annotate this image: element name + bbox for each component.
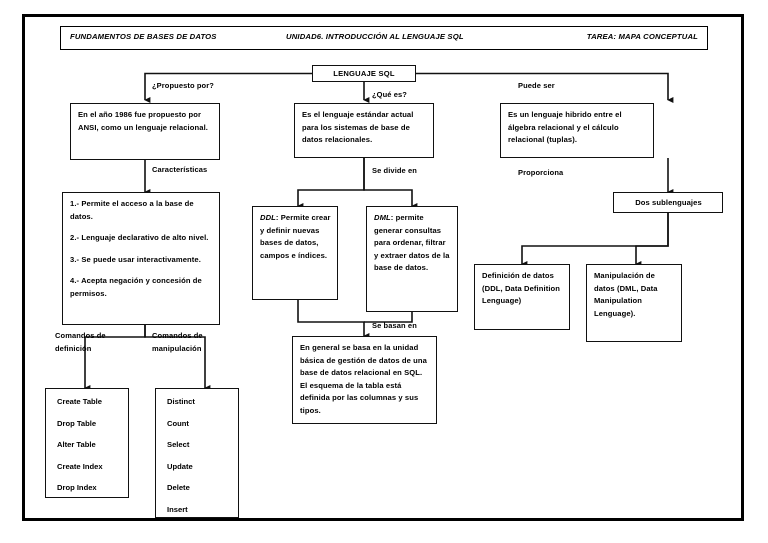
- list-item: Create Table: [57, 397, 103, 406]
- edge-label-caracteristicas: Características: [152, 165, 208, 174]
- root-node-lenguaje-sql: LENGUAJE SQL: [312, 65, 416, 82]
- list-item: Count: [167, 418, 189, 428]
- header-right-text: TAREA: MAPA CONCEPTUAL: [586, 32, 698, 41]
- edge-label-comandos-definicion: Comandos de definición: [55, 331, 106, 353]
- node-definicion-de-datos: Definición de datos (DDL, Data Definitio…: [474, 264, 570, 330]
- node-dos-sublenguajes: Dos sublenguajes: [613, 192, 723, 213]
- list-comandos-manipulacion: Distinct Count Select Update Delete Inse…: [155, 388, 239, 518]
- edge-label-propuesto-por: ¿Propuesto por?: [152, 81, 214, 90]
- document-title-bar: FUNDAMENTOS DE BASES DE DATOS UNIDAD6. I…: [60, 26, 708, 50]
- list-item: Distinct: [167, 397, 195, 406]
- list-item: Update: [167, 461, 193, 471]
- node-lenguaje-estandar: Es el lenguaje estándar actual para los …: [294, 103, 434, 158]
- list-item: Drop Index: [57, 483, 97, 492]
- node-general-base: En general se basa en la unidad básica d…: [292, 336, 437, 424]
- list-item: Drop Table: [57, 418, 97, 428]
- ddl-text: : Permite crear y definir nuevas bases d…: [260, 213, 331, 260]
- caracteristica-1: 1.- Permite el acceso a la base de datos…: [70, 199, 194, 221]
- edge-label-se-basan-en: Se basan en: [372, 321, 417, 330]
- edge-label-comandos-manipulacion: Comandos de manipulación: [152, 331, 203, 353]
- edge-label-que-es: ¿Qué es?: [372, 90, 407, 99]
- dml-term: DML: [374, 213, 391, 222]
- caracteristica-3: 3.- Se puede usar interactivamente.: [70, 254, 201, 264]
- node-manipulacion-de-datos: Manipulación de datos (DML, Data Manipul…: [586, 264, 682, 342]
- dml-text: : permite generar consultas para ordenar…: [374, 213, 450, 273]
- list-item: Delete: [167, 483, 190, 492]
- edge-label-proporciona: Proporciona: [518, 168, 564, 177]
- caracteristica-2: 2.- Lenguaje declarativo de alto nivel.: [70, 233, 209, 243]
- list-item: Insert: [167, 504, 188, 514]
- caracteristica-4: 4.- Acepta negación y concesión de permi…: [70, 276, 202, 298]
- node-caracteristicas: 1.- Permite el acceso a la base de datos…: [62, 192, 220, 325]
- node-dml: DML: permite generar consultas para orde…: [366, 206, 458, 312]
- list-item: Select: [167, 440, 190, 449]
- node-anio-1986: En el año 1986 fue propuesto por ANSI, c…: [70, 103, 220, 160]
- edge-label-puede-ser: Puede ser: [518, 81, 555, 90]
- node-ddl: DDL: Permite crear y definir nuevas base…: [252, 206, 338, 300]
- header-middle-text: UNIDAD6. INTRODUCCIÓN AL LENGUAJE SQL: [286, 32, 464, 41]
- header-left-text: FUNDAMENTOS DE BASES DE DATOS: [70, 32, 217, 41]
- list-item: Alter Table: [57, 440, 96, 449]
- ddl-term: DDL: [260, 213, 276, 222]
- list-item: Create Index: [57, 461, 103, 471]
- edge-label-se-divide-en: Se divide en: [372, 166, 417, 175]
- list-comandos-definicion: Create Table Drop Table Alter Table Crea…: [45, 388, 129, 498]
- node-lenguaje-hibrido: Es un lenguaje hibrido entre el álgebra …: [500, 103, 654, 158]
